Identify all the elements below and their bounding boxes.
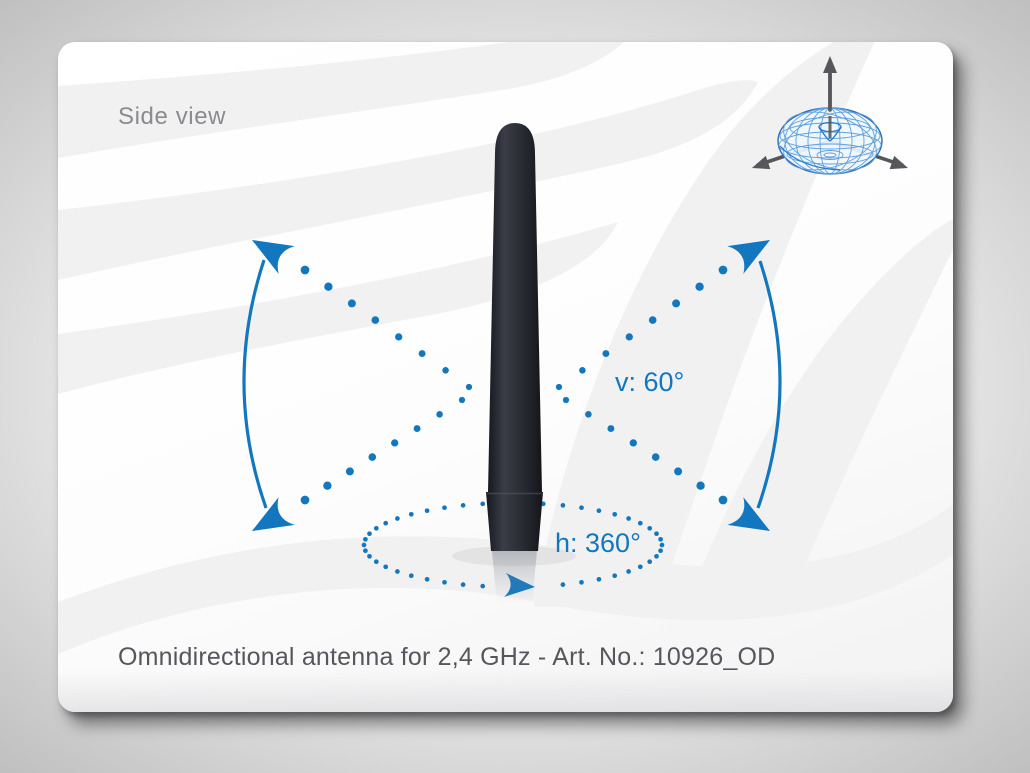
right-rotation-arc [756, 260, 782, 509]
antenna-diagram-graphic [58, 42, 953, 712]
antenna [486, 123, 543, 551]
caption-text: Omnidirectional antenna for 2,4 GHz - Ar… [118, 643, 776, 671]
azimuth-dotted-ellipse [361, 500, 665, 589]
axis-arrow-icon [889, 155, 911, 175]
left-rotation-arc [242, 259, 268, 509]
antenna-reflection [492, 551, 537, 604]
diagram-card: Side view v: 60° h: 360° Omnidirectional… [58, 42, 953, 712]
antenna-base [486, 492, 543, 551]
vertical-beamwidth-label: v: 60° [615, 367, 685, 397]
beam-dotted-lines [300, 265, 728, 505]
horizontal-beamwidth-label: h: 360° [555, 528, 641, 558]
antenna-rod [488, 123, 542, 492]
torus-radiation-pattern-icon [749, 56, 911, 175]
card-bottom-fade [58, 670, 953, 712]
beam-direction-arrow-icon [244, 497, 295, 545]
view-label: Side view [118, 103, 227, 130]
